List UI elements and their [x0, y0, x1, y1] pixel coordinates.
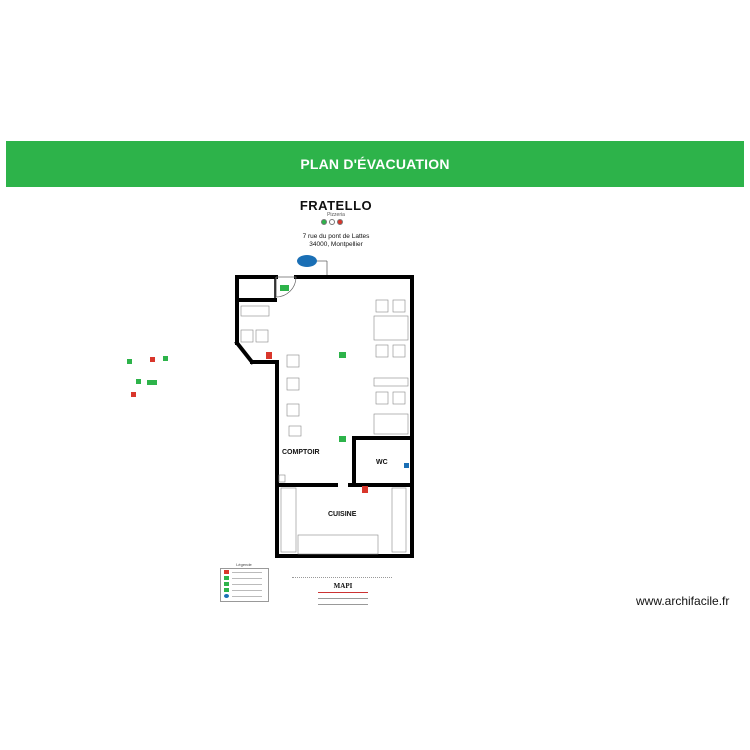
footer-fineprint-3 [318, 604, 368, 607]
plan-title: PLAN D'ÉVACUATION [300, 156, 450, 172]
footer-company-logo: MAPI [333, 582, 353, 590]
exit-sign-entrance [280, 285, 289, 291]
chair-right-2 [392, 299, 406, 313]
footer-divider [292, 577, 392, 580]
chair-right-1 [375, 299, 389, 313]
header-banner: PLAN D'ÉVACUATION [6, 141, 744, 187]
legend-box [220, 568, 269, 602]
watermark-link[interactable]: www.archifacile.fr [636, 594, 730, 608]
chair-left-1 [240, 329, 254, 343]
legend-row-exit-3 [221, 587, 268, 593]
exit-sign-side-3 [136, 379, 141, 384]
footer-fineprint-1 [318, 592, 368, 595]
wc-marker [404, 463, 409, 468]
brand-name: FRATELLO [299, 198, 373, 213]
kitchen-counter-right [391, 487, 407, 553]
legend-text-line [232, 589, 262, 591]
chair-right-6 [392, 391, 406, 405]
chair-right-4 [392, 344, 406, 358]
entrance-door-swing [275, 276, 297, 298]
address-line-1: 7 rue du pont de Lattes [302, 233, 370, 240]
legend-row-exit [221, 575, 268, 581]
exit-sign-counter [339, 436, 346, 442]
brand-subtitle: Pizzeria [327, 212, 345, 218]
room-label-comptoir: COMPTOIR [282, 449, 320, 456]
brand-dot-green [321, 219, 327, 225]
legend-text-line [232, 577, 262, 579]
chair-right-3 [375, 344, 389, 358]
legend-exit-icon [224, 582, 229, 586]
legend-text-line [232, 571, 262, 573]
extinguisher-side-2 [131, 392, 136, 397]
kitchen-counter-left [280, 487, 297, 553]
brand-dot-white [329, 219, 335, 225]
legend-title: Légende [236, 562, 252, 567]
address: 7 rue du pont de Lattes 34000, Montpelli… [270, 233, 402, 249]
chair-center-2 [286, 377, 300, 391]
walls [234, 275, 414, 558]
you-are-here-badge [297, 255, 317, 267]
wall-left-diagonal [234, 340, 255, 365]
legend-row-extinguisher [221, 569, 268, 575]
brand-dots [321, 219, 343, 225]
legend-row-exit-2 [221, 581, 268, 587]
extinguisher-kitchen [362, 486, 368, 493]
bench-left [240, 305, 270, 317]
exit-sign-side-2 [163, 356, 168, 361]
counter-sink [278, 474, 286, 483]
legend-exit-icon [224, 588, 229, 592]
chair-center-4 [288, 425, 302, 437]
footer-fineprint-2 [318, 598, 368, 601]
chair-left-2 [255, 329, 269, 343]
room-label-wc: WC [376, 459, 388, 466]
legend-text-line [232, 583, 262, 585]
chair-center-3 [286, 403, 300, 417]
exit-sign-side-1 [127, 359, 132, 364]
extinguisher-side-1 [150, 357, 155, 362]
legend-extinguisher-icon [224, 570, 229, 574]
kitchen-bench [297, 534, 379, 555]
table-right-2 [373, 377, 409, 387]
address-line-2: 34000, Montpellier [309, 241, 363, 248]
exit-sign-center [339, 352, 346, 358]
legend-text-line [232, 595, 262, 597]
fire-extinguishers [131, 352, 368, 493]
legend-position-icon [224, 594, 229, 598]
table-right-3 [373, 413, 409, 435]
exit-signs [127, 285, 346, 442]
legend-row-position [221, 593, 268, 599]
chair-center-1 [286, 354, 300, 368]
chair-right-5 [375, 391, 389, 405]
room-label-cuisine: CUISINE [328, 511, 357, 518]
brand-dot-red [337, 219, 343, 225]
extinguisher-hall [266, 352, 272, 359]
table-right-1 [373, 315, 409, 341]
exit-sign-side-4 [147, 380, 157, 385]
legend-exit-icon [224, 576, 229, 580]
